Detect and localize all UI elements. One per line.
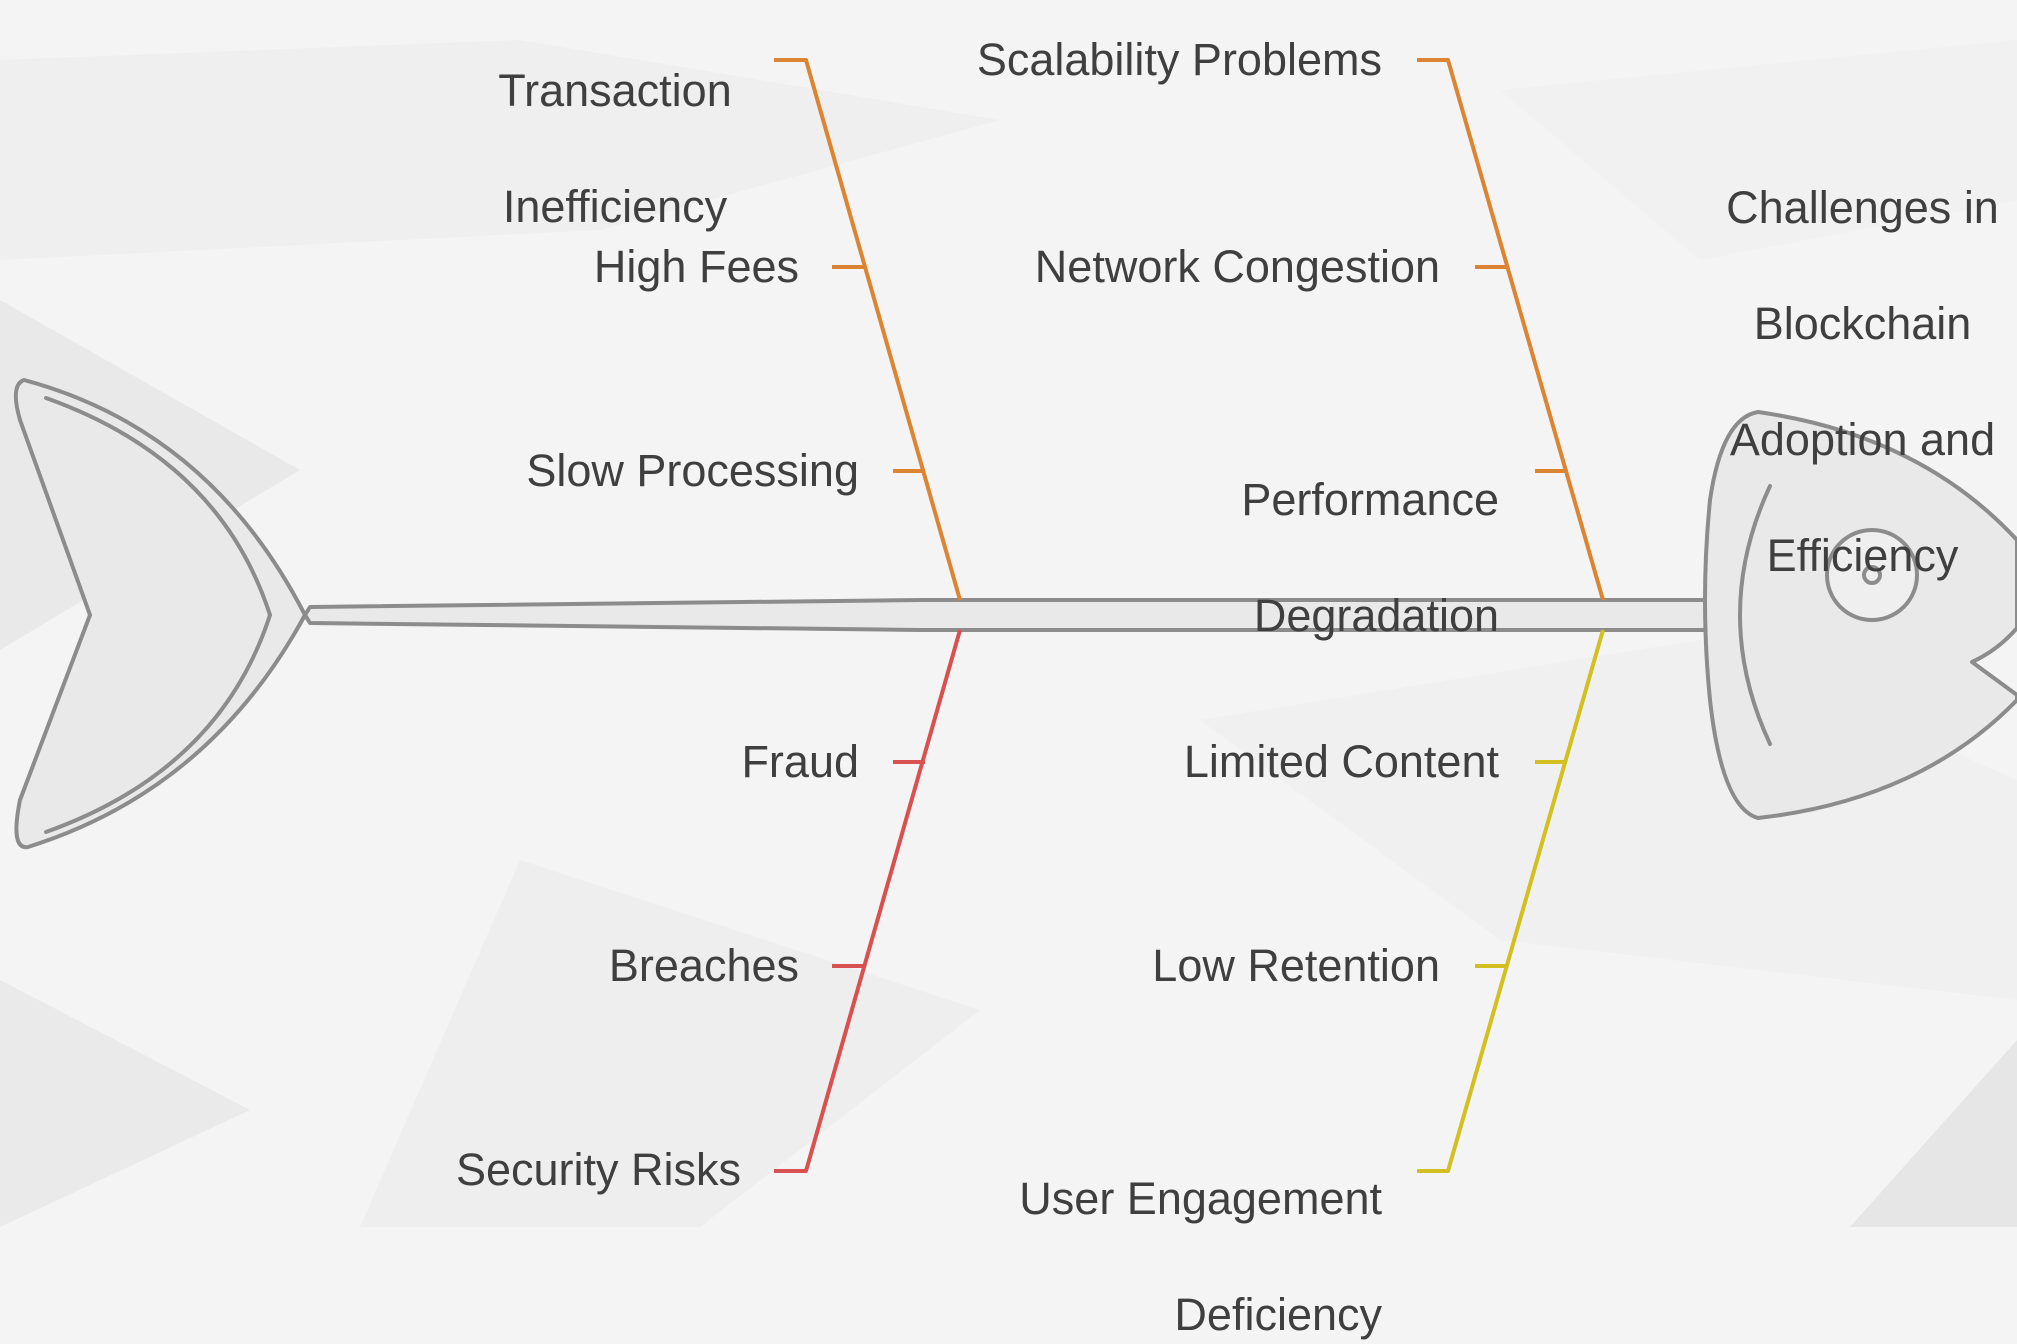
cause-label-fraud: Fraud: [741, 736, 859, 787]
fish-gill-line: [1738, 484, 1772, 746]
fishbone-diagram: Challenges in Blockchain Adoption and Ef…: [0, 34, 2017, 1340]
category-label-transaction: Transaction Inefficiency: [498, 65, 732, 232]
diagram-title: Challenges in Blockchain Adoption and Ef…: [1700, 121, 2017, 585]
cause-label-high-fees: High Fees: [593, 241, 799, 292]
fishbone-skeleton: [13, 58, 2017, 1173]
fish-tail-inner-line: [44, 396, 273, 834]
title-line: Challenges in: [1726, 182, 1999, 233]
cause-label-network-congestion: Network Congestion: [1034, 241, 1440, 292]
title-line: Efficiency: [1766, 530, 1959, 581]
fish-pupil-icon: [1862, 565, 1882, 585]
category-label-scalability: Scalability Problems: [976, 34, 1382, 85]
bone-security: [774, 629, 962, 1173]
cause-label-breaches: Breaches: [608, 940, 799, 991]
title-line: Adoption and: [1729, 414, 1996, 465]
cause-label-performance-degradation: Performance Degradation: [1241, 474, 1499, 641]
title-line: Blockchain: [1753, 298, 1972, 349]
bone-engagement: [1417, 629, 1605, 1173]
cause-label-limited-content: Limited Content: [1183, 736, 1499, 787]
bone-scalability: [1417, 58, 1605, 601]
fish-spine: [303, 598, 1714, 632]
fish-eye-icon: [1825, 528, 1919, 622]
category-label-security: Security Risks: [455, 1144, 741, 1195]
category-label-engagement: User Engagement Deficiency: [1019, 1173, 1382, 1340]
bone-transaction: [774, 58, 962, 601]
cause-label-low-retention: Low Retention: [1152, 940, 1440, 991]
cause-label-slow-processing: Slow Processing: [526, 445, 859, 496]
fish-tail: [13, 378, 307, 850]
